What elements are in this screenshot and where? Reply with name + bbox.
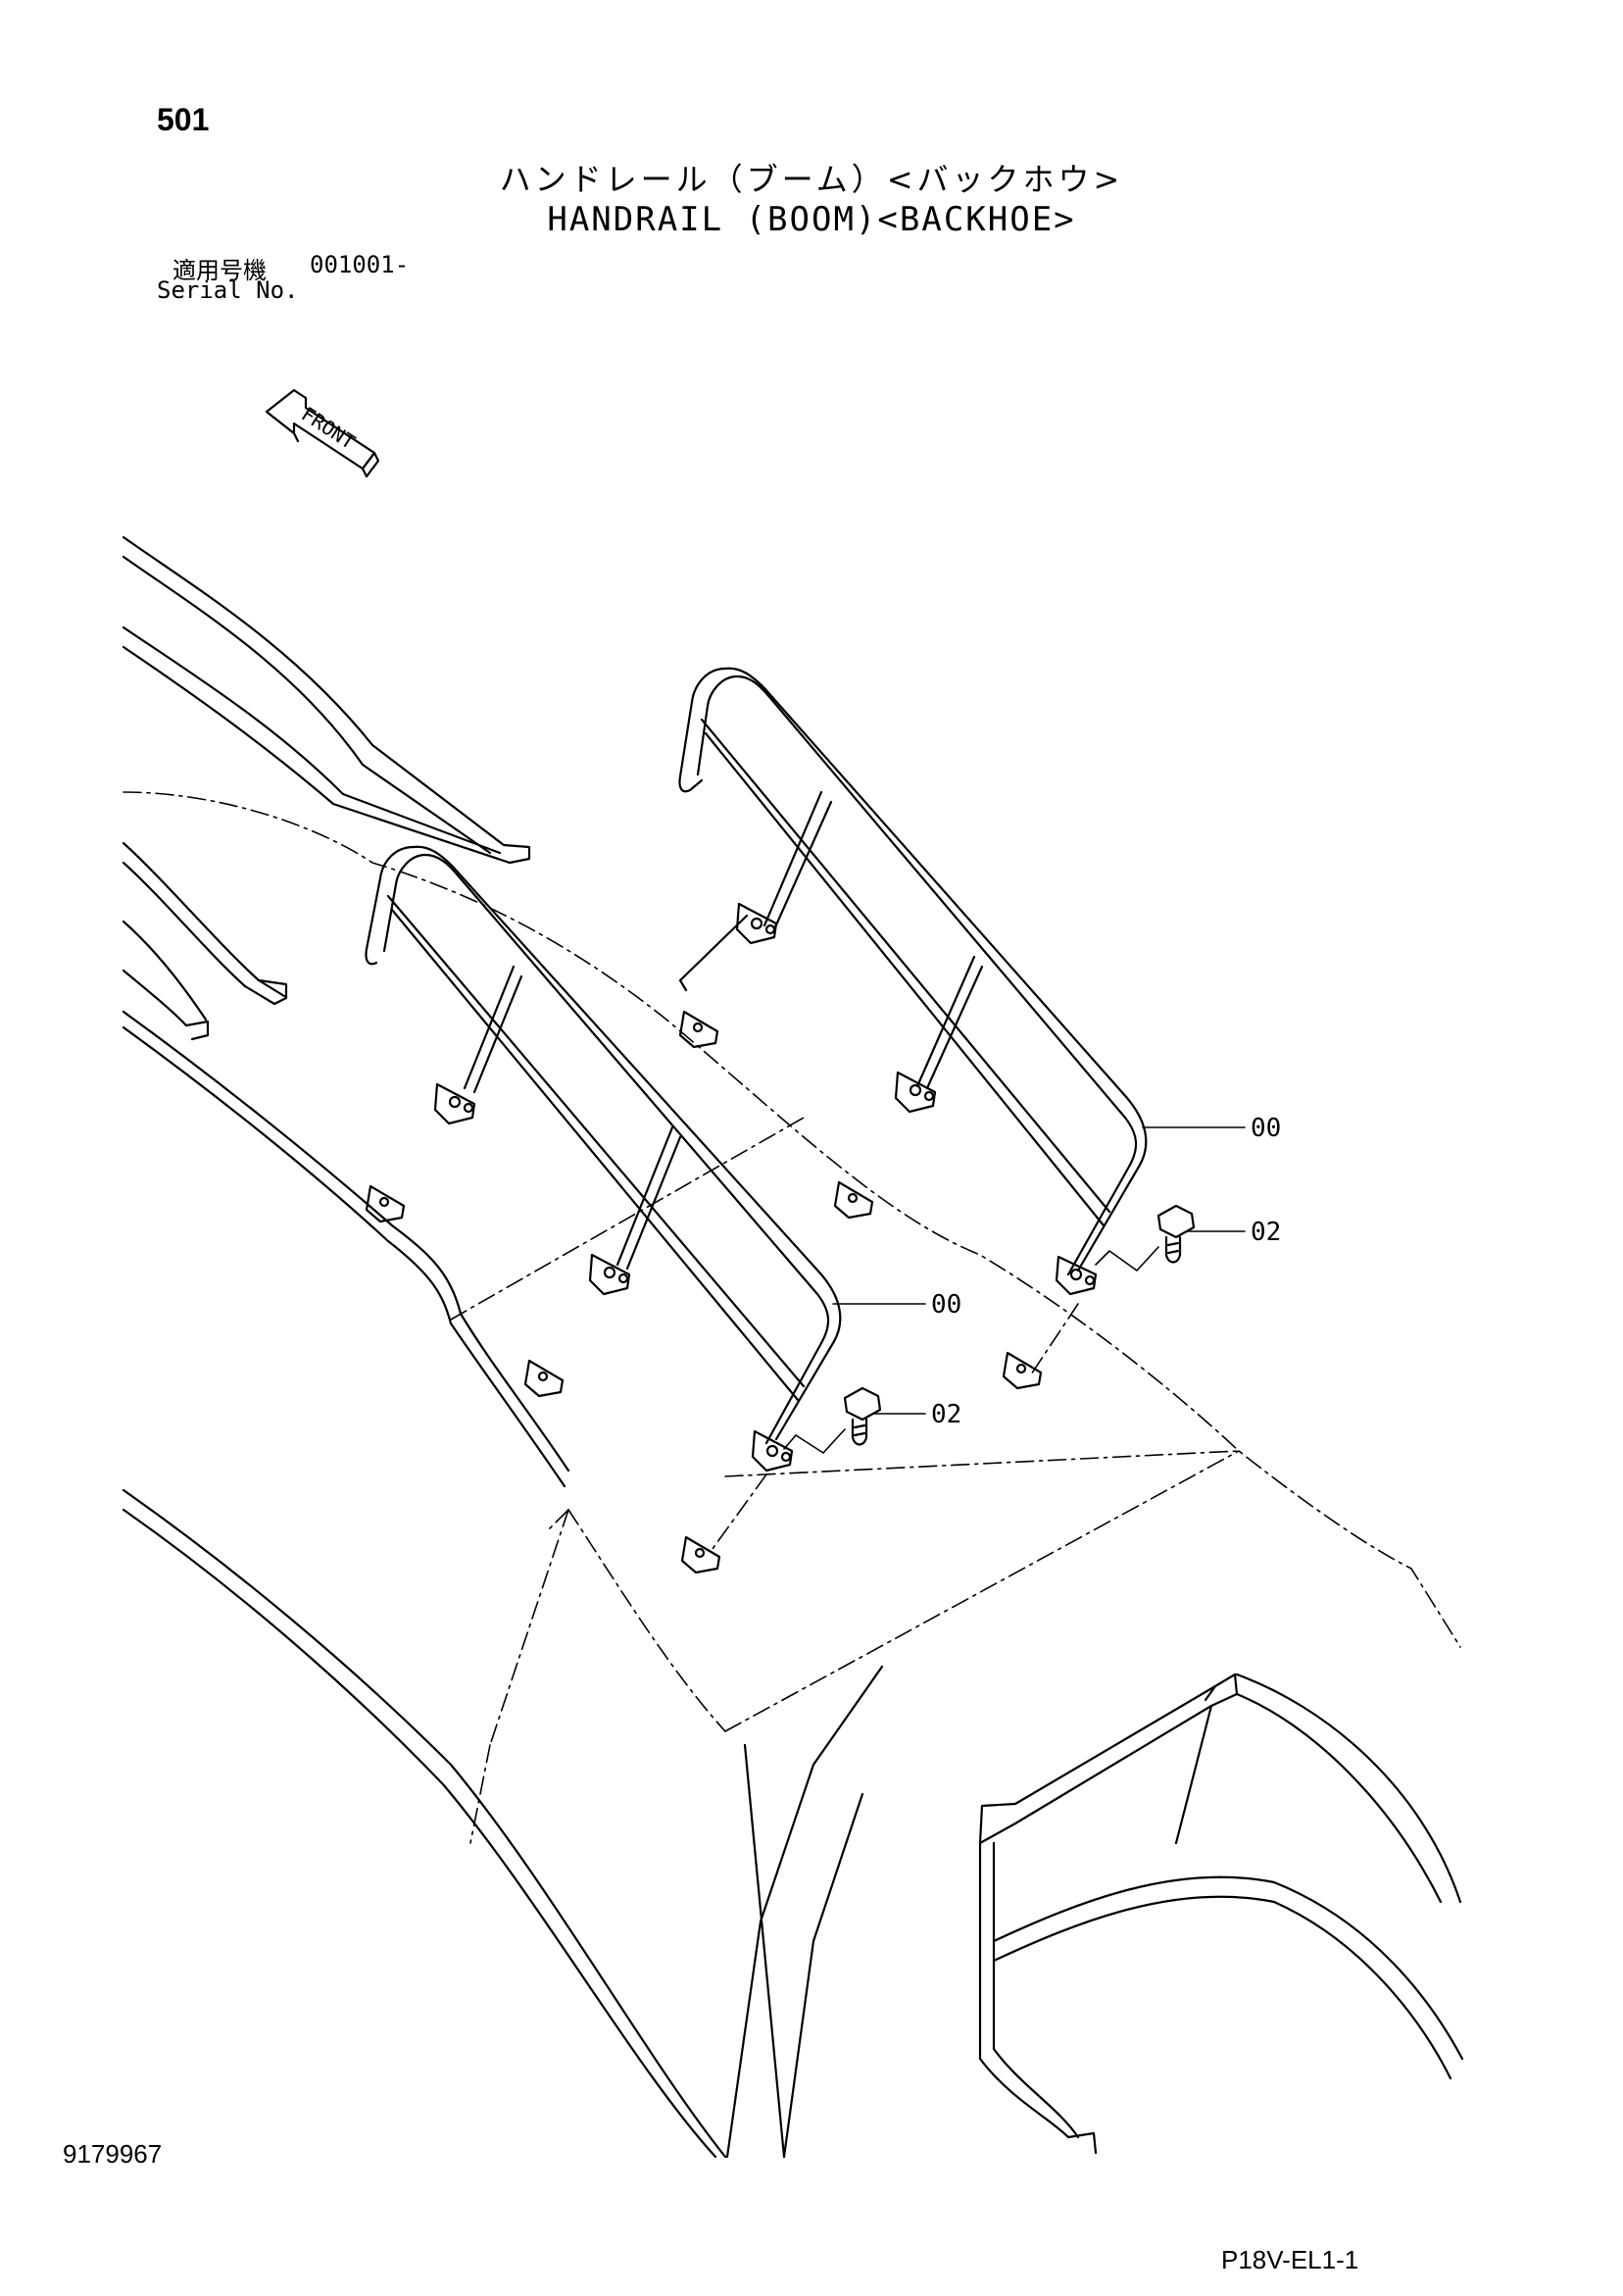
serial-label-english: Serial No.: [157, 276, 299, 304]
center-lines: [123, 791, 1461, 1844]
leader-lines: [832, 1126, 1246, 1415]
front-arrow-icon: [265, 388, 380, 478]
boom-outline: [122, 535, 884, 2159]
callout-handrail-upper: 00: [1251, 1114, 1281, 1143]
bolt-lower: [843, 1386, 882, 1446]
bolt-install-paths: [783, 1246, 1159, 1454]
serial-number: 001001-: [310, 251, 410, 278]
serial-label-japanese: 適用号機: [172, 257, 267, 284]
title-english: HANDRAIL (BOOM)<BACKHOE>: [547, 200, 1076, 239]
handrail-lower: [365, 845, 842, 1472]
title-japanese: ハンドレール（ブーム）<バックホウ>: [499, 161, 1124, 198]
callout-bolt-lower: 02: [931, 1400, 961, 1429]
callout-bolt-upper: 02: [1251, 1218, 1281, 1247]
bolt-install-dashes: [709, 1303, 1079, 1554]
callout-handrail-lower: 00: [931, 1290, 961, 1320]
sheet-code: P18V-EL1-1: [1221, 2245, 1359, 2274]
boom-base-structure: [978, 1672, 1464, 2155]
page-number: 501: [157, 102, 210, 137]
drawing-number: 9179967: [63, 2139, 163, 2169]
handrail-upper: [678, 667, 1148, 1296]
bolt-upper: [1156, 1204, 1196, 1264]
